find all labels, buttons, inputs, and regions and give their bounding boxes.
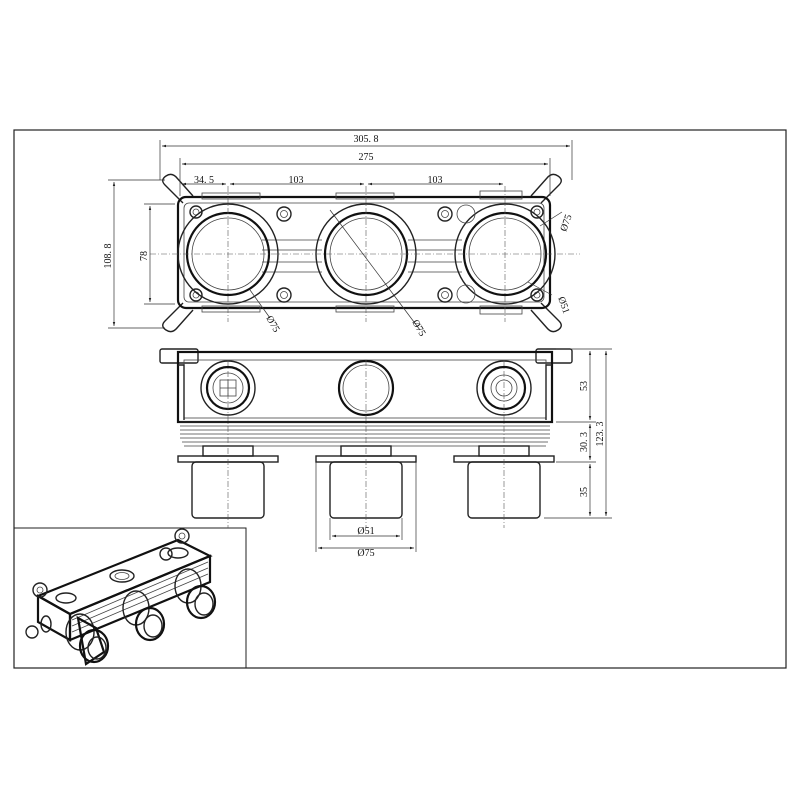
dim-front-height-mid: 30. 3 [579, 432, 590, 452]
dim-knob-inner-dia: Ø51 [357, 526, 374, 537]
top-view [150, 173, 580, 333]
dim-knob-length: 35 [579, 487, 590, 497]
mounting-ear-tr [530, 173, 562, 204]
dim-spacing-left: 103 [289, 175, 304, 186]
dim-dia-top-right: Ø75 [558, 213, 574, 233]
mounting-ear-br [530, 302, 562, 333]
iso-ear-right [159, 528, 190, 561]
iso-knob-1 [65, 613, 110, 666]
dim-overall-height: 108. 8 [103, 244, 114, 269]
dim-dia-bottom-mid: Ø75 [409, 318, 427, 338]
front-view [159, 348, 573, 528]
screw-3 [437, 206, 453, 222]
dim-offset-left: 34. 5 [194, 175, 214, 186]
isometric-view [25, 528, 217, 666]
dim-spacing-right: 103 [428, 175, 443, 186]
dim-inner-height: 78 [139, 251, 150, 261]
iso-knob-3 [174, 568, 217, 620]
dim-dia-bottom-left: Ø75 [263, 314, 281, 334]
dim-dia-small-right: Ø51 [555, 295, 571, 315]
screw-1 [276, 206, 292, 222]
dim-knob-outer-dia: Ø75 [357, 548, 374, 559]
mounting-ear-bl [162, 302, 194, 333]
dim-inner-width: 275 [359, 152, 374, 163]
isometric-inset-frame [14, 527, 247, 668]
dim-overall-width: 305. 8 [354, 134, 379, 145]
iso-knob-2 [122, 590, 166, 642]
iso-ear-left [25, 582, 48, 639]
screw-4 [437, 287, 453, 303]
drawing-frame [13, 129, 787, 669]
front-dimensions: 53 30. 3 35 123. 3 Ø51 Ø75 [315, 348, 612, 559]
screw-2 [276, 287, 292, 303]
dim-front-height-total: 123. 3 [595, 422, 606, 447]
top-body-inner [183, 202, 545, 303]
dim-front-height-top: 53 [579, 381, 590, 391]
mounting-ear-tl [162, 173, 194, 204]
